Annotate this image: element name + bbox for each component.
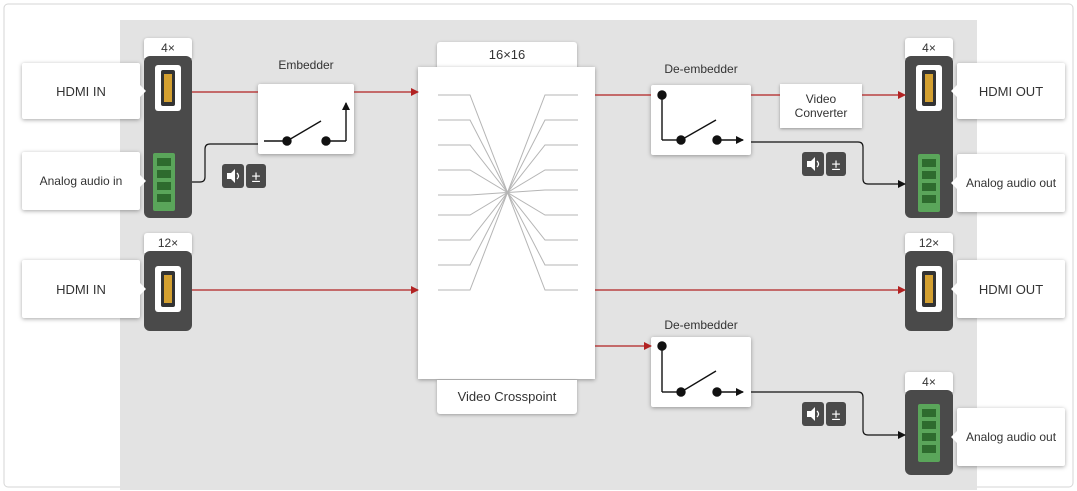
hdmi-in-label-2: HDMI IN bbox=[22, 260, 140, 318]
embedder-block bbox=[258, 84, 354, 154]
video-converter-block: Video Converter bbox=[780, 84, 862, 128]
hdmi-out-2-pointer bbox=[951, 283, 957, 295]
audio-line-deembedder2-out bbox=[751, 391, 906, 439]
audio-line-deembedder1-out bbox=[751, 141, 906, 188]
hdmi-port-icon-in-2 bbox=[155, 266, 181, 312]
speaker-icon-output-2 bbox=[802, 402, 846, 426]
hdmi-in-2-pointer bbox=[140, 283, 146, 295]
hdmi-port-icon-out-2 bbox=[916, 266, 942, 312]
terminal-block-icon-out-1 bbox=[918, 154, 940, 212]
output-group1-count-tab: 4× bbox=[905, 38, 953, 58]
deembedder-2-block bbox=[651, 337, 751, 407]
embedder-title: Embedder bbox=[278, 58, 334, 72]
audio-line-analog-in-embedder bbox=[192, 143, 258, 183]
analog-in-pointer bbox=[140, 175, 146, 187]
hdmi-port-icon-in-1 bbox=[155, 65, 181, 111]
speaker-icon-input bbox=[222, 164, 266, 188]
deembedder-1-block bbox=[651, 85, 751, 155]
input-group1-count-tab: 4× bbox=[144, 38, 192, 58]
hdmi-in-label-1: HDMI IN bbox=[22, 63, 140, 119]
crosspoint-matrix-lines bbox=[438, 94, 578, 291]
analog-audio-in-label: Analog audio in bbox=[22, 152, 140, 210]
terminal-block-icon-in bbox=[153, 153, 175, 211]
output-group3-count-tab: 4× bbox=[905, 372, 953, 392]
crosspoint-caption-tab: Video Crosspoint bbox=[437, 380, 577, 414]
crosspoint-size-tab: 16×16 bbox=[437, 42, 577, 68]
volume-plusminus-input: ± bbox=[252, 169, 261, 186]
hdmi-out-1-pointer bbox=[951, 85, 957, 97]
hdmi-in-1-pointer bbox=[140, 85, 146, 97]
terminal-block-icon-out-2 bbox=[918, 404, 940, 462]
analog-audio-out-label-1: Analog audio out bbox=[957, 154, 1065, 212]
hdmi-out-label-2: HDMI OUT bbox=[957, 260, 1065, 318]
deembedder-2-title: De-embedder bbox=[664, 318, 738, 332]
video-converter-line2: Converter bbox=[794, 106, 848, 120]
input-group2-count-tab: 12× bbox=[144, 233, 192, 253]
video-converter-line1: Video bbox=[805, 92, 837, 106]
deembedder-1-title: De-embedder bbox=[664, 62, 738, 76]
volume-plusminus-output-2: ± bbox=[832, 407, 841, 424]
deembedder-2-switch-icon bbox=[657, 341, 744, 397]
embedder-switch-icon bbox=[264, 102, 350, 146]
deembedder-1-switch-icon bbox=[657, 90, 744, 145]
analog-out-2-pointer bbox=[951, 431, 957, 443]
analog-audio-out-label-2: Analog audio out bbox=[957, 408, 1065, 466]
hdmi-out-label-1: HDMI OUT bbox=[957, 63, 1065, 119]
output-group2-count-tab: 12× bbox=[905, 233, 953, 253]
video-crosspoint-block bbox=[418, 67, 595, 379]
analog-out-1-pointer bbox=[951, 177, 957, 189]
volume-plusminus-output-1: ± bbox=[832, 157, 841, 174]
hdmi-port-icon-out-1 bbox=[916, 65, 942, 111]
speaker-icon-output-1 bbox=[802, 152, 846, 176]
